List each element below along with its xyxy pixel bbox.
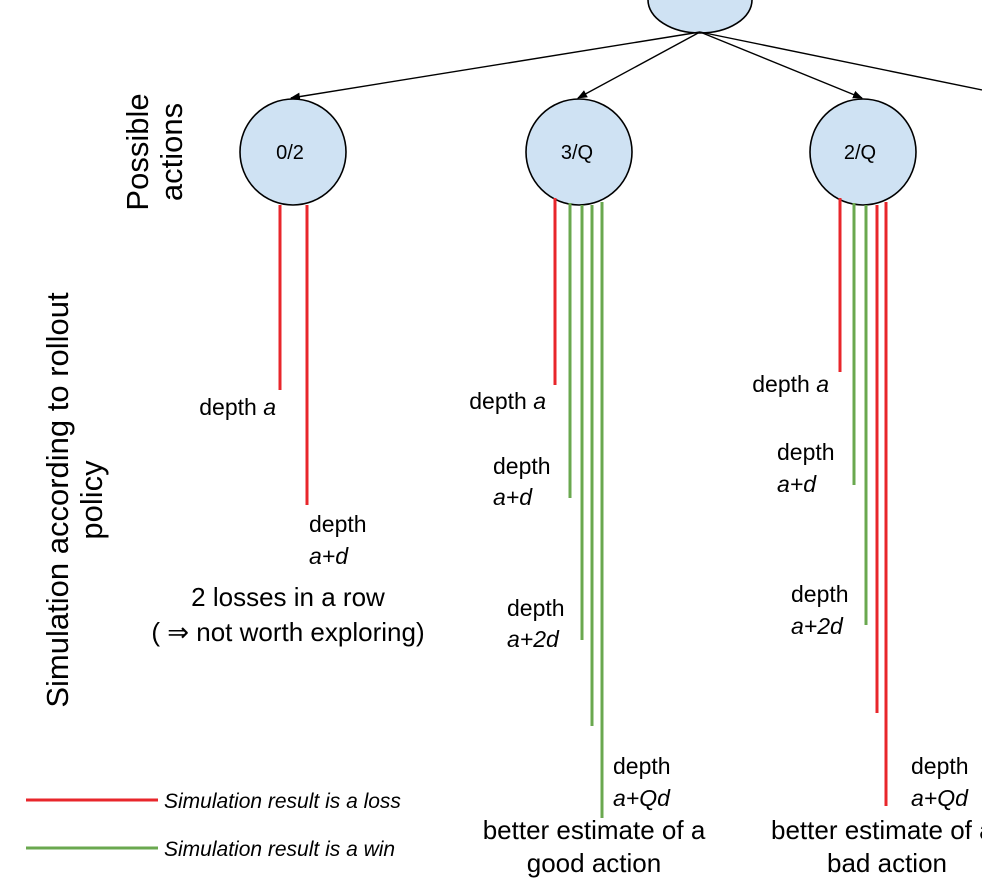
right-depth-a2d-word: depth	[791, 581, 849, 607]
middle-depth-a2d-word: depth	[507, 595, 565, 621]
right-note-line2: bad action	[827, 848, 947, 878]
right-node-label: 2/Q	[844, 142, 876, 164]
right-depth-ad-word: depth	[777, 439, 835, 465]
svg-text:Possible: Possible	[120, 93, 155, 210]
middle-node-label: 3/Q	[561, 142, 593, 164]
left-note-line1: 2 losses in a row	[191, 582, 385, 612]
edge-to-middle-node	[577, 31, 701, 99]
right-depth-aqd-word: depth	[911, 753, 969, 779]
left-depth-ad-word: depth	[309, 511, 367, 537]
edge-to-right-node	[699, 31, 863, 99]
left-depth-ad-var: a+d	[309, 543, 349, 569]
middle-note-line2: good action	[527, 848, 661, 878]
svg-text:Simulation according to rollou: Simulation according to rollout	[40, 292, 75, 708]
left-depth-a-label: depth a	[199, 394, 276, 420]
right-depth-a-label: depth a	[752, 371, 829, 397]
right-depth-a2d-var: a+2d	[791, 613, 844, 639]
edge-offscreen	[699, 31, 982, 91]
right-depth-aqd-var: a+Qd	[911, 785, 969, 811]
middle-depth-aqd-word: depth	[613, 753, 671, 779]
root-node	[647, 0, 753, 34]
left-node-label: 0/2	[276, 142, 304, 164]
simulation-label: Simulation according to rollout policy	[40, 292, 109, 708]
legend-win-label: Simulation result is a win	[164, 838, 395, 861]
middle-depth-ad-word: depth	[493, 453, 551, 479]
svg-text:policy: policy	[74, 460, 109, 540]
middle-depth-ad-var: a+d	[493, 484, 533, 510]
middle-action-node	[525, 98, 633, 206]
legend-loss-label: Simulation result is a loss	[164, 790, 401, 813]
left-action-node	[239, 98, 347, 206]
middle-depth-aqd-var: a+Qd	[613, 785, 671, 811]
svg-text:actions: actions	[154, 103, 189, 201]
right-action-node	[809, 98, 917, 206]
possible-actions-label: Possible actions	[120, 93, 189, 210]
right-note-line1: better estimate of a	[771, 815, 982, 845]
middle-depth-a2d-var: a+2d	[507, 626, 560, 652]
middle-depth-a-label: depth a	[469, 388, 546, 414]
middle-note-line1: better estimate of a	[483, 815, 706, 845]
edge-to-left-node	[290, 31, 701, 101]
right-depth-ad-var: a+d	[777, 471, 817, 497]
left-note-line2: ( ⇒ not worth exploring)	[151, 617, 424, 647]
